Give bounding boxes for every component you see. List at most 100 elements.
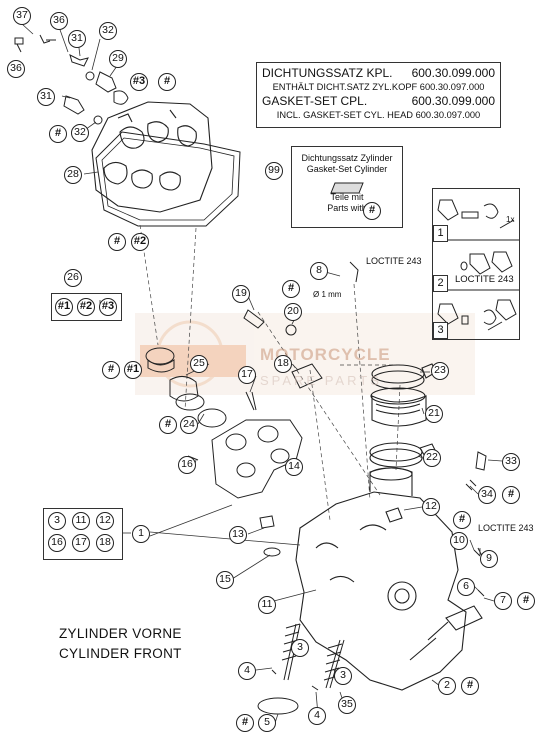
step-1: 1 [433, 225, 448, 242]
loctite-panel: LOCTITE 243 [455, 274, 514, 285]
callout-10: 10 [450, 532, 468, 550]
callout-14: 14 [285, 458, 303, 476]
callout-h_f: # [159, 416, 177, 434]
group-26-item: #2 [77, 298, 95, 316]
callout-20: 20 [284, 303, 302, 321]
callout-7: 7 [494, 592, 512, 610]
callout-36a: 36 [50, 12, 68, 30]
cyl-line1: Dichtungssatz Zylinder [301, 153, 393, 163]
callout-3a: 3 [291, 639, 309, 657]
callout-4b: 4 [308, 707, 326, 725]
callout-19: 19 [232, 285, 250, 303]
callout-21: 21 [425, 405, 443, 423]
gasket-set-box: DICHTUNGSSATZ KPL. 600.30.099.000 ENTHÄL… [256, 62, 501, 128]
callout-36b: 36 [7, 60, 25, 78]
gasket-line1-label: DICHTUNGSSATZ KPL. [262, 66, 393, 80]
cylinder-gasket-box: Dichtungssatz Zylinder Gasket-Set Cylind… [291, 146, 403, 228]
caption-line2: CYLINDER FRONT [59, 646, 182, 661]
group-1-items: 3 11 12 16 17 18 [48, 512, 120, 552]
watermark-title: MOTORCYCLE [260, 345, 391, 364]
callout-18: 18 [274, 355, 292, 373]
side-panel [432, 188, 520, 340]
cyl-marker-callout: # [363, 202, 381, 220]
loctite-top: LOCTITE 243 [366, 256, 422, 266]
callout-h_a: # [158, 73, 176, 91]
callout-31a: 31 [68, 30, 86, 48]
callout-h_b: # [49, 125, 67, 143]
diagram-caption: ZYLINDER VORNE CYLINDER FRONT [59, 624, 182, 664]
cover-gasket [95, 131, 241, 227]
callout-h1: #1 [124, 361, 142, 379]
callout-5: 5 [258, 714, 276, 732]
gasket-line3-label: GASKET-SET CPL. [262, 94, 368, 108]
caption-line1: ZYLINDER VORNE [59, 626, 182, 641]
group-1-item: 17 [72, 534, 90, 552]
callout-h_g: # [502, 486, 520, 504]
callout-35: 35 [338, 696, 356, 714]
callout-32b: 32 [71, 124, 89, 142]
gasket-line4: INCL. GASKET-SET CYL. HEAD 600.30.097.00… [276, 110, 481, 120]
group-26-item: #1 [55, 298, 73, 316]
cam-carrier [211, 391, 303, 499]
callout-16: 16 [178, 456, 196, 474]
callout-32a: 32 [99, 22, 117, 40]
callout-h_k: # [236, 714, 254, 732]
callout-37: 37 [13, 7, 31, 25]
cylinder-head [295, 467, 483, 691]
gasket-line1-number: 600.30.099.000 [411, 66, 495, 80]
group-1-item: 18 [96, 534, 114, 552]
callout-11: 11 [258, 596, 276, 614]
callout-15: 15 [216, 571, 234, 589]
group-1-item: 3 [48, 512, 66, 530]
callout-26: 26 [64, 269, 82, 287]
callout-24: 24 [180, 416, 198, 434]
callout-31b: 31 [37, 88, 55, 106]
loctite-right: LOCTITE 243 [478, 523, 534, 533]
callout-13: 13 [229, 526, 247, 544]
callout-h_i: # [517, 592, 535, 610]
watermark-subtitle: SPARE PARTS [260, 373, 382, 388]
valve-cover [91, 101, 213, 213]
group-1-item: 12 [96, 512, 114, 530]
step-note: 1x [506, 215, 515, 224]
gap-label: Ø 1 mm [313, 290, 342, 299]
group-26-items: #1#2#3 [55, 298, 117, 316]
callout-4a: 4 [238, 662, 256, 680]
gasket-line2: ENTHÄLT DICHT.SATZ ZYL.KOPF 600.30.097.0… [272, 82, 485, 92]
callout-23: 23 [431, 362, 449, 380]
callout-1: 1 [132, 525, 150, 543]
callout-h_e: # [102, 361, 120, 379]
callout-9: 9 [480, 550, 498, 568]
callout-99: 99 [265, 162, 283, 180]
callout-h_d: # [282, 280, 300, 298]
step-3: 3 [433, 322, 448, 339]
group-26-item: #3 [99, 298, 117, 316]
callout-22: 22 [423, 449, 441, 467]
callout-8: 8 [310, 262, 328, 280]
callout-17: 17 [238, 366, 256, 384]
callout-29: 29 [109, 50, 127, 68]
callout-2: 2 [438, 677, 456, 695]
group-1-item: 11 [72, 512, 90, 530]
callout-h3: #3 [130, 73, 148, 91]
callout-h_c: # [108, 233, 126, 251]
group-1-box [43, 508, 123, 560]
group-26-box [51, 293, 122, 321]
callout-6: 6 [457, 578, 475, 596]
step-2: 2 [433, 275, 448, 292]
cyl-line4: Parts with [327, 203, 367, 213]
callout-h2: #2 [131, 233, 149, 251]
callout-3b: 3 [334, 667, 352, 685]
callout-h_j: # [461, 677, 479, 695]
gasket-line3-number: 600.30.099.000 [411, 94, 495, 108]
cyl-line2: Gasket-Set Cylinder [306, 164, 388, 174]
callout-h_h: # [453, 511, 471, 529]
group-1-item: 16 [48, 534, 66, 552]
callout-28: 28 [64, 166, 82, 184]
cyl-line3: Teile mit [330, 192, 364, 202]
callout-12: 12 [422, 498, 440, 516]
callout-33: 33 [502, 453, 520, 471]
callout-34: 34 [478, 486, 496, 504]
callout-25: 25 [190, 355, 208, 373]
